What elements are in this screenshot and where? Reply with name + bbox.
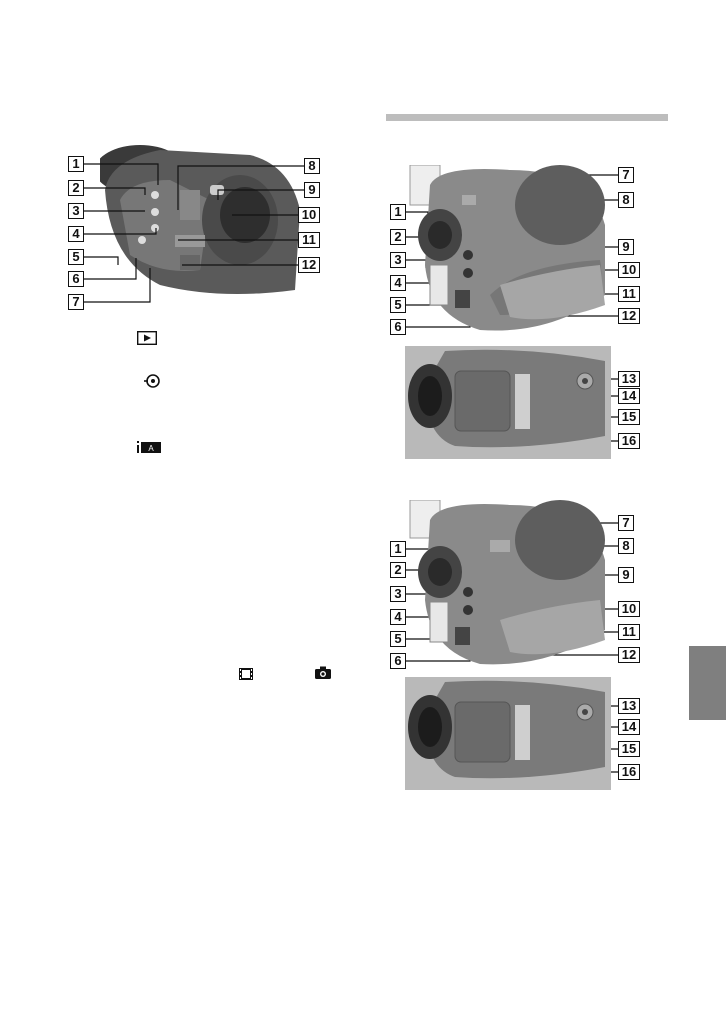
callout-11: 11 bbox=[298, 232, 320, 248]
section-rule bbox=[386, 114, 668, 121]
callout-a-1: 1 bbox=[390, 204, 406, 220]
section-tab bbox=[689, 646, 726, 720]
callout-4: 4 bbox=[68, 226, 84, 242]
callout-a-15: 15 bbox=[618, 409, 640, 425]
intelligent-auto-icon: A bbox=[137, 440, 161, 458]
callout-b-5: 5 bbox=[390, 631, 406, 647]
callout-6: 6 bbox=[68, 271, 84, 287]
callout-b-15: 15 bbox=[618, 741, 640, 757]
callout-12: 12 bbox=[298, 257, 320, 273]
camcorder-bottom-photo-a bbox=[405, 346, 611, 459]
callout-b-8: 8 bbox=[618, 538, 634, 554]
callout-a-14: 14 bbox=[618, 388, 640, 404]
callout-a-11: 11 bbox=[618, 286, 640, 302]
callout-1: 1 bbox=[68, 156, 84, 172]
callout-a-8: 8 bbox=[618, 192, 634, 208]
callout-a-3: 3 bbox=[390, 252, 406, 268]
callout-10: 10 bbox=[298, 207, 320, 223]
callout-b-2: 2 bbox=[390, 562, 406, 578]
callout-a-6: 6 bbox=[390, 319, 406, 335]
callout-b-11: 11 bbox=[618, 624, 640, 640]
callout-b-9: 9 bbox=[618, 567, 634, 583]
disc-burn-icon bbox=[144, 373, 160, 394]
callout-b-6: 6 bbox=[390, 653, 406, 669]
camcorder-front-photo bbox=[100, 140, 310, 300]
callout-b-4: 4 bbox=[390, 609, 406, 625]
callout-b-13: 13 bbox=[618, 698, 640, 714]
callout-5: 5 bbox=[68, 249, 84, 265]
callout-9: 9 bbox=[304, 182, 320, 198]
callout-b-10: 10 bbox=[618, 601, 640, 617]
callout-b-3: 3 bbox=[390, 586, 406, 602]
svg-text:A: A bbox=[148, 444, 154, 453]
callout-a-16: 16 bbox=[618, 433, 640, 449]
camcorder-rear-photo-b bbox=[400, 500, 612, 678]
callout-a-10: 10 bbox=[618, 262, 640, 278]
callout-7: 7 bbox=[68, 294, 84, 310]
camcorder-bottom-photo-b bbox=[405, 677, 611, 790]
camera-icon bbox=[315, 666, 331, 684]
callout-a-7: 7 bbox=[618, 167, 634, 183]
callout-a-5: 5 bbox=[390, 297, 406, 313]
callout-b-12: 12 bbox=[618, 647, 640, 663]
camcorder-rear-photo-a bbox=[400, 165, 612, 345]
callout-a-4: 4 bbox=[390, 275, 406, 291]
callout-2: 2 bbox=[68, 180, 84, 196]
movie-film-icon bbox=[239, 667, 253, 685]
callout-a-9: 9 bbox=[618, 239, 634, 255]
callout-8: 8 bbox=[304, 158, 320, 174]
callout-3: 3 bbox=[68, 203, 84, 219]
callout-a-13: 13 bbox=[618, 371, 640, 387]
callout-b-16: 16 bbox=[618, 764, 640, 780]
callout-a-2: 2 bbox=[390, 229, 406, 245]
callout-b-7: 7 bbox=[618, 515, 634, 531]
callout-a-12: 12 bbox=[618, 308, 640, 324]
callout-b-1: 1 bbox=[390, 541, 406, 557]
callout-b-14: 14 bbox=[618, 719, 640, 735]
play-icon bbox=[136, 330, 158, 350]
